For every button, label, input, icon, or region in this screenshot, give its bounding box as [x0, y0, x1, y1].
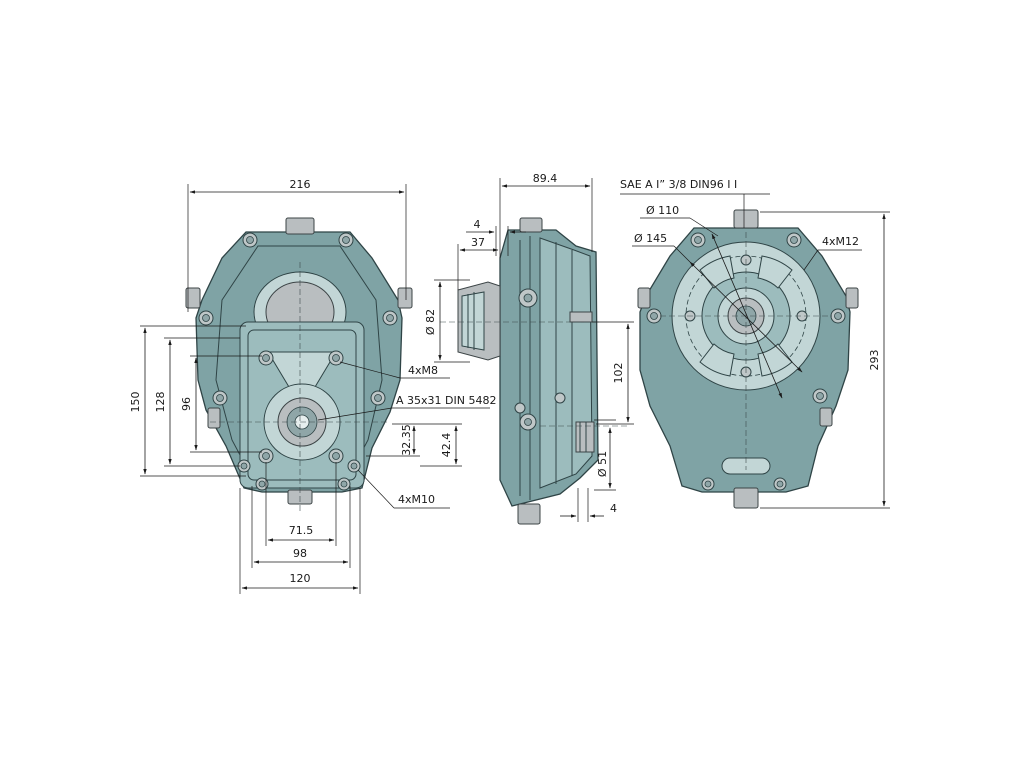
front-bolts	[198, 232, 398, 491]
dim-216: 216	[290, 178, 311, 191]
dim-89-4: 89.4	[533, 172, 558, 185]
dim-128: 128	[154, 392, 167, 413]
callout-4xm10: 4xM10	[398, 493, 435, 506]
side-top-boss	[519, 217, 543, 233]
dim-d145: Ø 145	[634, 232, 667, 245]
rear-bolts	[646, 232, 846, 491]
dim-4-top: 4	[474, 218, 481, 231]
left-lug-lower	[207, 407, 221, 429]
front-view	[185, 217, 413, 512]
rear-right-lug	[845, 287, 859, 309]
side-dimensions: 89.4 4 37 Ø 82 102 Ø 51 4	[424, 172, 634, 522]
dim-96: 96	[180, 397, 193, 411]
rear-right-lug-lower	[819, 407, 833, 427]
dim-71-5: 71.5	[289, 524, 314, 537]
side-bolt-upper	[569, 311, 593, 323]
dim-102: 102	[612, 363, 625, 384]
dim-120: 120	[290, 572, 311, 585]
left-lug	[185, 287, 201, 309]
dim-42-4: 42.4	[440, 433, 453, 458]
dim-d51: Ø 51	[596, 451, 609, 477]
side-output-shaft	[575, 421, 595, 453]
dim-293: 293	[868, 350, 881, 371]
rear-view	[637, 209, 859, 509]
dim-150: 150	[129, 392, 142, 413]
front-dimensions: 216 150 128 96 32.35 42.4 71.5	[129, 178, 496, 594]
side-view	[440, 217, 630, 525]
dim-37: 37	[471, 236, 485, 249]
dim-4-bottom: 4	[610, 502, 617, 515]
side-bottom-boss	[517, 503, 541, 525]
top-boss	[285, 217, 315, 235]
rear-top-boss	[733, 209, 759, 229]
dim-d110: Ø 110	[646, 204, 679, 217]
dim-d82: Ø 82	[424, 309, 437, 335]
callout-spline: A 35x31 DIN 5482	[396, 394, 496, 407]
callout-4xm12: 4xM12	[822, 235, 859, 248]
rear-left-lug	[637, 287, 651, 309]
rear-dimensions: SAE A I” 3/8 DIN96 I I Ø 110 Ø 145 4xM12…	[620, 178, 890, 509]
dim-98: 98	[293, 547, 307, 560]
label-sae: SAE A I” 3/8 DIN96 I I	[620, 178, 737, 191]
right-lug	[397, 287, 413, 309]
input-hub-face	[461, 291, 485, 351]
callout-4xm8: 4xM8	[408, 364, 438, 377]
pump-mount-plate-inner	[247, 329, 357, 481]
rear-bottom-boss	[733, 487, 759, 509]
dim-32-35: 32.35	[400, 424, 413, 456]
